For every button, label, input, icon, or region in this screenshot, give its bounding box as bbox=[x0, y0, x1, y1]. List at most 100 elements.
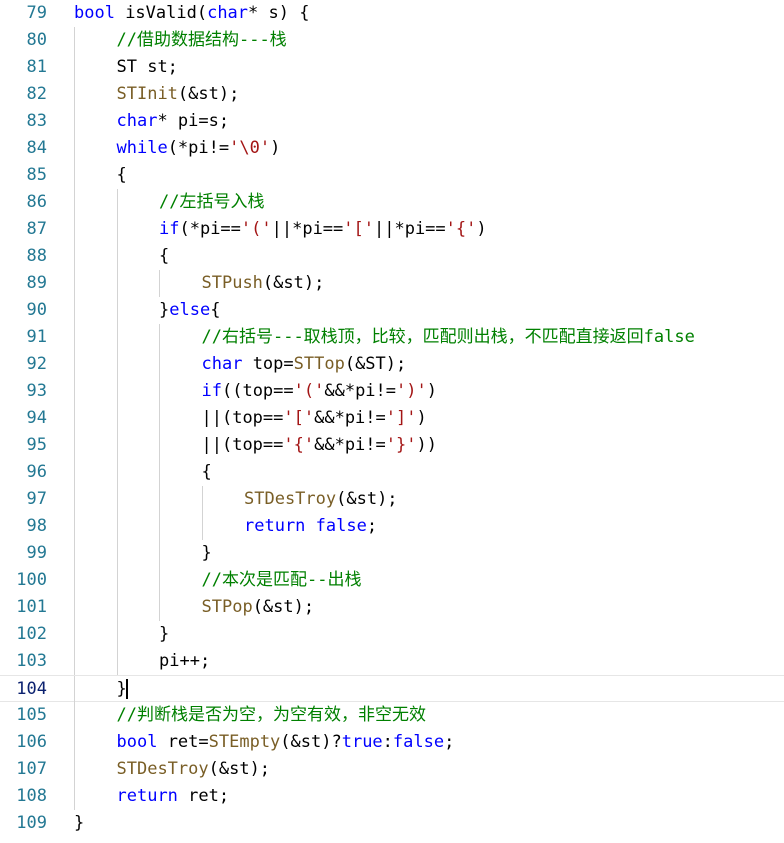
code-token: } bbox=[159, 300, 170, 320]
line-number: 92 bbox=[26, 354, 47, 374]
indent-guide bbox=[159, 459, 160, 486]
code-token: ; bbox=[366, 516, 378, 536]
code-line[interactable]: 105//判断栈是否为空，为空有效，非空无效 bbox=[0, 702, 784, 729]
code-token: &&*pi!= bbox=[324, 381, 397, 401]
code-line[interactable]: 108 return ret; bbox=[0, 783, 784, 810]
indent-guide bbox=[159, 513, 160, 540]
code-token: STDesTroy bbox=[244, 489, 337, 509]
indent-guide bbox=[74, 216, 75, 243]
code-token: * pi=s; bbox=[157, 111, 230, 131]
indent-guide bbox=[74, 135, 75, 162]
code-token: (&st); bbox=[177, 84, 240, 104]
code-text: return ret; bbox=[117, 783, 230, 810]
indent-guide bbox=[74, 594, 75, 621]
code-text: char* pi=s; bbox=[117, 108, 230, 135]
code-token: '[' bbox=[283, 408, 315, 428]
code-line[interactable]: 85{ bbox=[0, 162, 784, 189]
indent-guide bbox=[159, 540, 160, 567]
line-number: 109 bbox=[16, 813, 47, 833]
code-token: (&st); bbox=[208, 759, 271, 779]
indent-guide bbox=[116, 540, 118, 567]
code-token: } bbox=[159, 624, 170, 644]
code-token: bool bbox=[116, 732, 158, 752]
line-number: 108 bbox=[16, 786, 47, 806]
code-line[interactable]: 94||(top=='['&&*pi!=']') bbox=[0, 405, 784, 432]
indent-guide bbox=[116, 351, 118, 378]
indent-guide bbox=[74, 324, 75, 351]
code-line[interactable]: 86//左括号入栈 bbox=[0, 189, 784, 216]
code-text: bool ret=STEmpty(&st)?true:false; bbox=[117, 729, 455, 756]
code-text: { bbox=[202, 459, 212, 486]
code-line[interactable]: 109} bbox=[0, 810, 784, 837]
code-token: '(' bbox=[240, 219, 272, 239]
code-token: ||*pi== bbox=[271, 219, 344, 239]
code-line[interactable]: 99} bbox=[0, 540, 784, 567]
indent-guide bbox=[74, 297, 75, 324]
indent-guide bbox=[116, 567, 118, 594]
code-token: { bbox=[210, 300, 221, 320]
indent-guide bbox=[116, 324, 118, 351]
indent-guide bbox=[74, 621, 75, 648]
code-token: ']' bbox=[385, 408, 417, 428]
code-token: ret= bbox=[157, 732, 209, 752]
code-line[interactable]: 90}else{ bbox=[0, 297, 784, 324]
line-number: 79 bbox=[26, 3, 47, 23]
line-number: 97 bbox=[26, 489, 47, 509]
code-text: }else{ bbox=[159, 297, 220, 324]
line-number: 81 bbox=[26, 57, 47, 77]
indent-guide bbox=[116, 216, 118, 243]
code-line[interactable]: 88{ bbox=[0, 243, 784, 270]
code-text: } bbox=[202, 540, 212, 567]
code-token: { bbox=[159, 246, 170, 266]
code-token: { bbox=[116, 165, 127, 185]
line-number: 105 bbox=[16, 705, 47, 725]
indent-guide bbox=[74, 702, 75, 729]
code-line[interactable]: 96{ bbox=[0, 459, 784, 486]
line-number: 91 bbox=[26, 327, 47, 347]
code-line[interactable]: 104} bbox=[0, 675, 784, 703]
code-line[interactable]: 91//右括号---取栈顶，比较，匹配则出栈，不匹配直接返回false bbox=[0, 324, 784, 351]
code-token: ) bbox=[416, 408, 427, 428]
indent-guide bbox=[159, 432, 160, 459]
code-token: if bbox=[201, 381, 222, 401]
code-token: ||*pi== bbox=[374, 219, 446, 239]
code-token: while bbox=[116, 138, 168, 158]
code-line[interactable]: 95||(top=='{'&&*pi!='}')) bbox=[0, 432, 784, 459]
indent-guide bbox=[116, 270, 118, 297]
code-token: STEmpty bbox=[208, 732, 281, 752]
indent-guide bbox=[159, 486, 160, 513]
code-text: while(*pi!='\0') bbox=[117, 135, 281, 162]
code-token: ')' bbox=[396, 381, 427, 401]
code-token: '\0' bbox=[229, 138, 271, 158]
code-line[interactable]: 80//借助数据结构---栈 bbox=[0, 27, 784, 54]
indent-guide bbox=[74, 270, 75, 297]
code-token bbox=[305, 516, 315, 536]
indent-guide bbox=[116, 432, 118, 459]
indent-guide bbox=[116, 378, 118, 405]
indent-guide bbox=[74, 648, 75, 675]
line-number: 86 bbox=[26, 192, 47, 212]
code-token: &&*pi!= bbox=[314, 408, 386, 428]
code-line[interactable]: 102} bbox=[0, 621, 784, 648]
code-line[interactable]: 100//本次是匹配--出栈 bbox=[0, 567, 784, 594]
line-number: 87 bbox=[26, 219, 47, 239]
text-cursor bbox=[125, 679, 128, 699]
indent-guide bbox=[74, 756, 75, 783]
code-token: return bbox=[116, 786, 178, 806]
